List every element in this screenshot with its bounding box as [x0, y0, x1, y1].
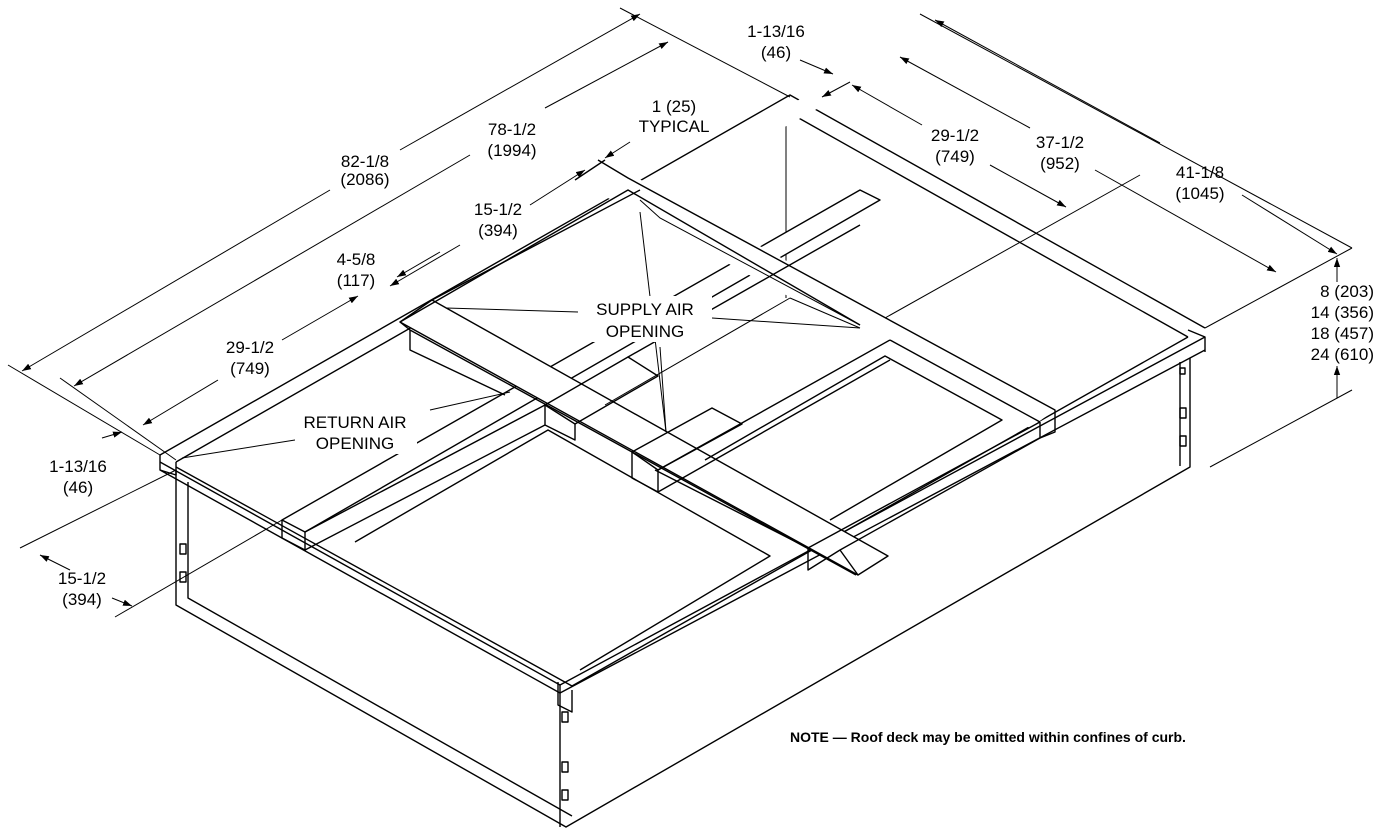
- internal-rails: [281, 0, 1141, 671]
- dim-1-typical-label: TYPICAL: [639, 117, 710, 136]
- dim-78-1-2-mm: (1994): [487, 141, 536, 160]
- dim-29-1-2-left: 29-1/2: [226, 338, 274, 357]
- return-air-label-2: OPENING: [316, 434, 394, 453]
- dim-41-1-8: 41-1/8: [1176, 163, 1224, 182]
- supply-air-label-2: OPENING: [606, 322, 684, 341]
- dimension-lines: [7, 7, 1353, 618]
- return-air-label-1: RETURN AIR: [304, 413, 407, 432]
- dim-82-1-8: 82-1/8: [341, 152, 389, 171]
- dim-4-5-8-mm: (117): [337, 271, 375, 290]
- dim-height-8: 8 (203): [1320, 282, 1374, 301]
- dim-29-1-2-right-mm: (749): [935, 147, 975, 166]
- dim-height-14: 14 (356): [1311, 303, 1374, 322]
- dim-1-13-16-top: 1-13/16: [747, 22, 805, 41]
- dim-29-1-2-left-mm: (749): [230, 359, 270, 378]
- dim-1-13-16-top-mm: (46): [761, 43, 791, 62]
- dim-78-1-2: 78-1/2: [488, 120, 536, 139]
- dimension-text: 82-1/8 (2086) 78-1/2 (1994) 1-13/16 (46)…: [49, 22, 1374, 609]
- dim-4-5-8: 4-5/8: [337, 250, 376, 269]
- dim-1-typical: 1 (25): [652, 97, 696, 116]
- dim-41-1-8-mm: (1045): [1175, 184, 1224, 203]
- dim-15-1-2-supply-mm: (394): [478, 221, 518, 240]
- dim-1-13-16-left: 1-13/16: [49, 457, 107, 476]
- dim-37-1-2-mm: (952): [1040, 154, 1080, 173]
- dim-37-1-2: 37-1/2: [1036, 133, 1084, 152]
- dim-height-18: 18 (457): [1311, 324, 1374, 343]
- dim-15-1-2-supply: 15-1/2: [474, 200, 522, 219]
- dim-15-1-2-return: 15-1/2: [58, 569, 106, 588]
- opening-labels: SUPPLY AIR OPENING RETURN AIR OPENING: [295, 296, 712, 454]
- dim-15-1-2-return-mm: (394): [62, 590, 102, 609]
- dim-82-1-8-mm: (2086): [340, 170, 389, 189]
- roof-deck-note: NOTE — Roof deck may be omitted within c…: [790, 729, 1186, 745]
- supply-air-label-1: SUPPLY AIR: [596, 300, 694, 319]
- dim-height-24: 24 (610): [1311, 345, 1374, 364]
- dim-1-13-16-left-mm: (46): [63, 478, 93, 497]
- dim-29-1-2-right: 29-1/2: [931, 126, 979, 145]
